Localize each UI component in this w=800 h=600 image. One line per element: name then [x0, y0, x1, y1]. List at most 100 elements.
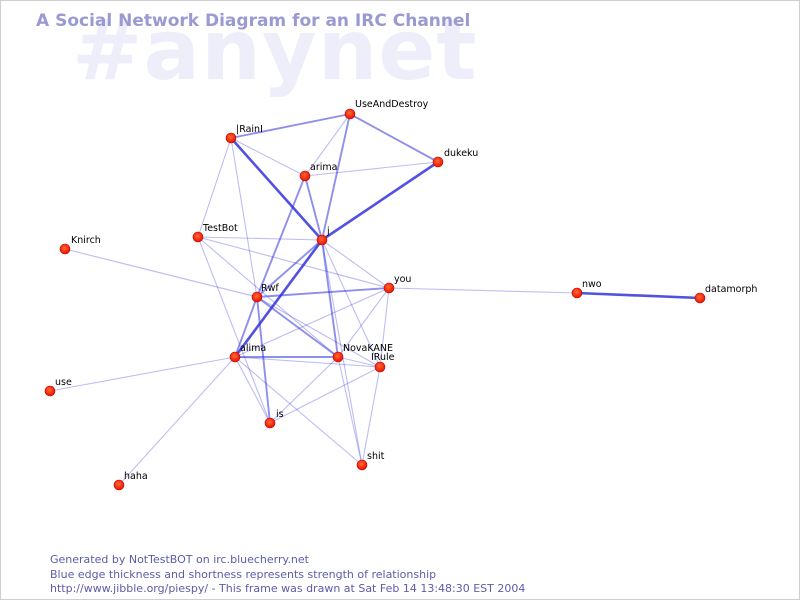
node-IRule: IRule — [371, 352, 395, 373]
node-Rwf: Rwf — [251, 283, 279, 303]
edge-dukeku-j — [320, 160, 440, 242]
edge-UseAndDestroy-arima — [304, 113, 351, 177]
node-label: Knirch — [71, 235, 101, 246]
edge-IRainI-Rwf — [230, 137, 258, 298]
node-label: you — [394, 274, 411, 285]
edge-j-alima — [233, 238, 324, 359]
node-marker — [383, 282, 395, 294]
node-label: UseAndDestroy — [355, 99, 429, 110]
node-marker — [344, 108, 356, 120]
node-dukeku: dukeku — [432, 148, 478, 168]
node-marker — [332, 351, 344, 363]
edge-j-shit — [321, 239, 363, 466]
edge-Knirch-Rwf — [64, 248, 258, 298]
node-Knirch: Knirch — [59, 235, 101, 255]
node-marker — [316, 234, 328, 246]
node-haha: haha — [113, 471, 148, 491]
channel-watermark: #anynet — [72, 1, 478, 99]
node-label: dukeku — [444, 148, 478, 159]
node-use: use — [44, 377, 72, 397]
node-marker — [59, 243, 71, 255]
edge-TestBot-you — [197, 236, 390, 289]
edge-arima-Rwf — [256, 175, 306, 298]
edge-Rwf-NovaKANE — [256, 296, 339, 358]
node-arima: arima — [299, 162, 337, 182]
node-IRainI: |RainI — [225, 124, 263, 144]
node-marker — [225, 132, 237, 144]
node-label: alima — [240, 343, 266, 354]
node-label: datamorph — [705, 284, 757, 295]
node-label: |RainI — [236, 124, 263, 135]
edge-IRainI-UseAndDestroy — [230, 113, 351, 139]
edges-layer — [49, 113, 702, 486]
edge-IRainI-j — [229, 136, 324, 242]
edge-you-NovaKANE — [337, 287, 390, 358]
edge-Rwf-is — [256, 296, 271, 424]
edge-alima-haha — [118, 356, 236, 486]
node-marker — [113, 479, 125, 491]
node-label: shit — [367, 451, 385, 462]
node-label: use — [55, 377, 72, 388]
node-marker — [264, 417, 276, 429]
node-marker — [229, 351, 241, 363]
edge-NovaKANE-is — [269, 356, 339, 424]
edge-arima-j — [304, 175, 323, 241]
node-label: IRule — [371, 352, 395, 363]
edge-IRainI-arima — [230, 137, 306, 177]
footer-legend-note: Blue edge thickness and shortness repres… — [50, 567, 437, 581]
diagram-title: A Social Network Diagram for an IRC Chan… — [36, 11, 471, 31]
node-marker — [44, 385, 56, 397]
edge-you-nwo — [388, 287, 578, 294]
edge-Rwf-IRule — [256, 296, 381, 368]
node-marker — [356, 459, 368, 471]
edge-NovaKANE-shit — [337, 356, 363, 466]
edge-IRule-is — [269, 366, 381, 424]
edge-TestBot-is — [197, 236, 271, 424]
edge-IRainI-TestBot — [197, 137, 232, 238]
footer: Generated by NotTestBOT on irc.bluecherr… — [50, 553, 525, 597]
node-you: you — [383, 274, 411, 294]
edge-j-Rwf — [256, 239, 323, 298]
node-shit: shit — [356, 451, 385, 471]
edge-arima-dukeku — [304, 161, 439, 177]
node-NovaKANE: NovaKANE — [332, 343, 393, 363]
node-j: j — [316, 226, 330, 246]
edge-you-alima — [234, 287, 390, 358]
edge-alima-shit — [234, 356, 363, 466]
footer-url-timestamp: http://www.jibble.org/piespy/ - This fra… — [50, 582, 526, 595]
edge-NovaKANE-IRule — [337, 356, 381, 368]
edge-Rwf-alima — [234, 296, 258, 358]
node-marker — [571, 287, 583, 299]
node-TestBot: TestBot — [192, 223, 238, 243]
node-marker — [374, 361, 386, 373]
edge-alima-IRule — [234, 356, 381, 368]
node-label: Rwf — [261, 283, 279, 294]
edge-you-IRule — [379, 287, 390, 368]
node-UseAndDestroy: UseAndDestroy — [344, 99, 429, 120]
node-datamorph: datamorph — [694, 284, 757, 304]
node-marker — [299, 170, 311, 182]
node-label: TestBot — [202, 223, 238, 234]
edge-j-NovaKANE — [321, 239, 339, 358]
edge-alima-use — [49, 356, 236, 392]
node-nwo: nwo — [571, 279, 602, 299]
node-marker — [694, 292, 706, 304]
node-label: nwo — [582, 279, 602, 290]
node-marker — [251, 291, 263, 303]
node-label: is — [276, 409, 284, 420]
node-label: j — [326, 226, 330, 237]
node-label: haha — [124, 471, 148, 482]
node-label: NovaKANE — [343, 343, 393, 354]
edge-nwo-datamorph — [575, 291, 702, 300]
edge-Rwf-you — [256, 287, 390, 298]
edge-j-you — [321, 239, 390, 289]
node-alima: alima — [229, 343, 266, 363]
edge-UseAndDestroy-j — [321, 113, 351, 241]
node-marker — [432, 156, 444, 168]
node-is: is — [264, 409, 284, 429]
footer-generated-by: Generated by NotTestBOT on irc.bluecherr… — [50, 553, 309, 566]
edge-UseAndDestroy-dukeku — [349, 113, 439, 163]
